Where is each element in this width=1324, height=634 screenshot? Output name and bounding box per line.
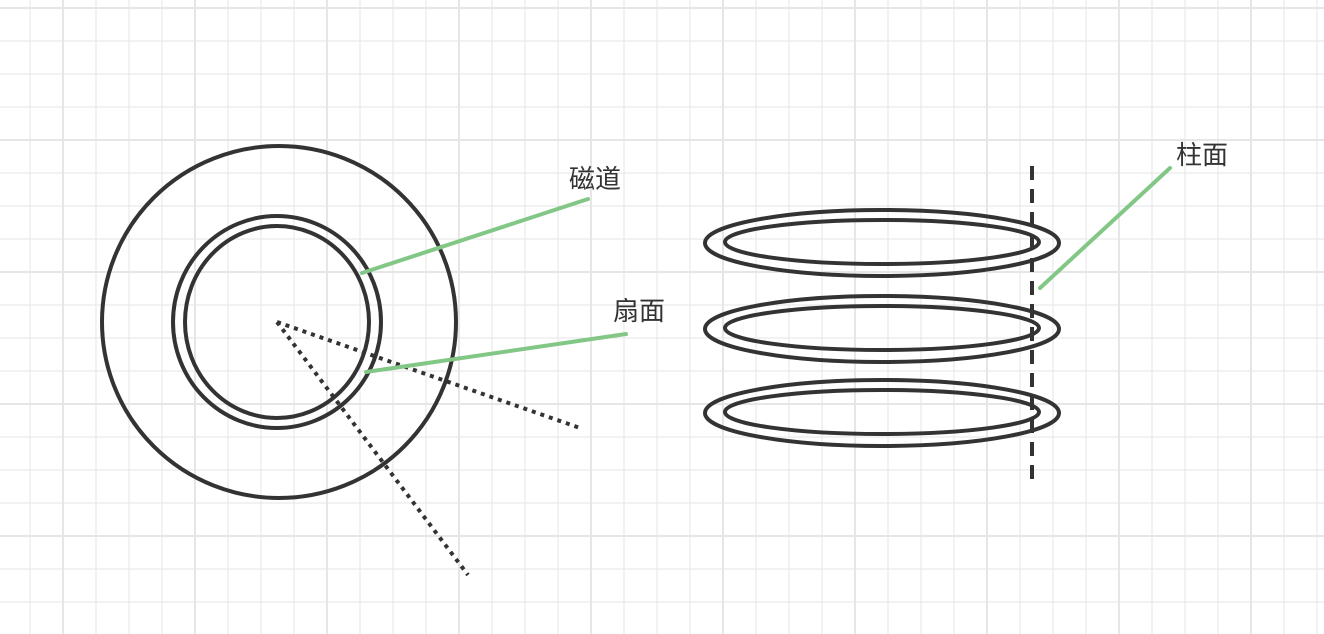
track-outer-ring	[171, 214, 383, 430]
platter-inner-ring	[723, 388, 1041, 436]
track-label: 磁道	[569, 165, 621, 195]
platter-outer-ring	[703, 208, 1061, 278]
platter-top-view	[100, 144, 581, 577]
cylinder-label: 柱面	[1176, 141, 1228, 171]
sector-leader-line	[364, 332, 628, 374]
sector-label: 扇面	[613, 297, 665, 327]
platter	[703, 378, 1061, 448]
track-leader-line	[360, 197, 590, 275]
sector-boundary-line	[275, 320, 470, 577]
platter	[703, 208, 1061, 278]
cylinder-leader-line	[1038, 166, 1172, 290]
platter-inner-ring	[723, 218, 1041, 266]
platter	[703, 294, 1061, 364]
platter-stack	[703, 166, 1061, 484]
platter-inner-ring	[723, 304, 1041, 352]
platter-outer-edge	[100, 144, 458, 500]
platter-outer-ring	[703, 294, 1061, 364]
track-inner-ring	[183, 224, 371, 420]
platter-outer-ring	[703, 378, 1061, 448]
